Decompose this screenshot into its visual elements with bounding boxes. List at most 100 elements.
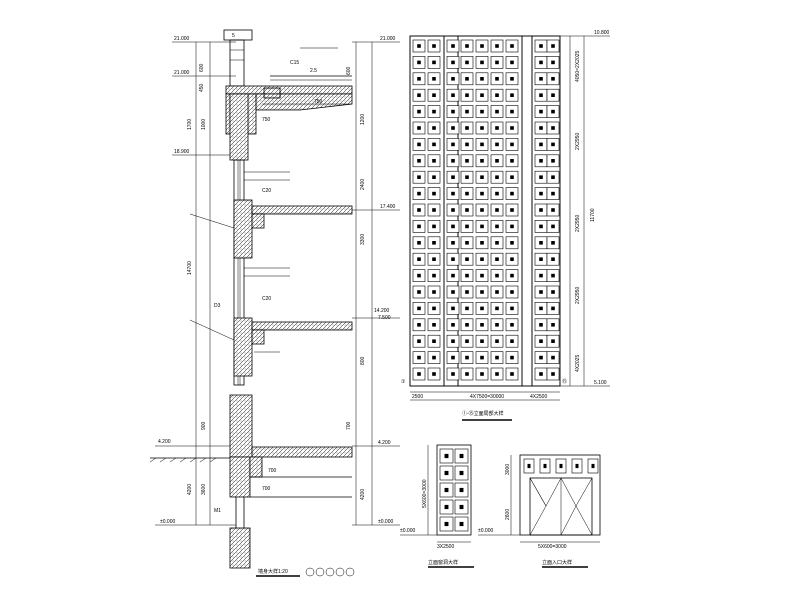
elevation-window-pane-mark (551, 224, 555, 229)
elevation-window-pane-mark (465, 60, 469, 65)
dim-right-7: 700 (346, 421, 352, 430)
elevation-window-pane-mark (551, 355, 555, 360)
dim-left-7: 4200 (187, 484, 193, 495)
elevation-window-pane-mark (451, 44, 455, 48)
elevation-window-pane-mark (465, 77, 469, 81)
elevation-window-pane-mark (480, 60, 484, 65)
elevation-window-pane-mark (480, 159, 484, 163)
elevation-window-pane-mark (432, 372, 436, 376)
elevation-window-pane-mark (480, 306, 484, 311)
elevation-window-pane-mark (465, 159, 469, 163)
elev-vdim-2: 2X2950 (575, 133, 581, 150)
elevation-window-pane-mark (432, 355, 436, 360)
elevation-window-pane-mark (551, 208, 555, 212)
elevation-main: 10.800 5.100 4050=2X2025 2X2950 2X2950 2… (401, 30, 610, 421)
elevation-window-pane-mark (539, 372, 543, 376)
elevation-window-pane-mark (417, 224, 421, 229)
elevation-window-pane-mark (451, 142, 455, 147)
elevation-window-pane-mark (510, 355, 514, 360)
elevation-window-pane-mark (417, 290, 421, 294)
elevation-window-pane-mark (480, 323, 484, 327)
elev-dim-top: 10.800 (594, 30, 610, 36)
elevation-window-pane-mark (495, 323, 499, 327)
detail-door-pane-mark (543, 463, 547, 469)
detail-window-pane-mark (459, 504, 464, 510)
elevation-window-pane-mark (451, 60, 455, 65)
elevation-window-pane-mark (510, 208, 514, 212)
elevation-window-pane-mark (480, 44, 484, 48)
dim-right-5: 4200 (360, 489, 366, 500)
elevation-window-pane-mark (432, 44, 436, 48)
elevation-window-pane-mark (417, 339, 421, 343)
dim-left-8: 3600 (201, 484, 207, 495)
elevation-window-pane-mark (539, 290, 543, 294)
elevation-window-pane-mark (510, 224, 514, 229)
dim-750b: 750 (262, 117, 271, 123)
elev-vdim-3: 2X2950 (575, 215, 581, 232)
exterior-wall (229, 93, 253, 569)
elevation-window-pane-mark (432, 159, 436, 163)
elevation-window-pane-mark (465, 241, 469, 245)
elev-right-1: 21.000 (380, 36, 396, 42)
elevation-window-pane-mark (480, 142, 484, 147)
elevation-window-pane-mark (551, 159, 555, 163)
slope-label: 2.5 (310, 68, 317, 74)
elevation-window-pane-mark (495, 77, 499, 81)
parapet: 5 (223, 29, 253, 87)
elevation-window-pane-mark (480, 257, 484, 261)
elevation-window-pane-mark (417, 142, 421, 147)
elevation-window-pane-mark (495, 372, 499, 376)
elevation-window-pane-mark (417, 93, 421, 97)
callout-c20-a: C20 (262, 188, 271, 194)
elevation-window-pane-mark (551, 142, 555, 147)
elev-bdim-2: 4X7500=30000 (470, 394, 504, 400)
elevation-window-pane-mark (480, 77, 484, 81)
elevation-window-pane-mark (539, 208, 543, 212)
detail-door-pane-mark (591, 463, 595, 469)
detail-window-pane-mark (459, 521, 464, 527)
detail-door-pane-mark (559, 463, 563, 469)
detail-window-vdim: 5X600=3000 (422, 479, 428, 508)
elevation-window-pane-mark (480, 355, 484, 360)
elevation-window-pane-mark (417, 191, 421, 196)
elevation-window-pane-mark (480, 290, 484, 294)
dim-right-1: 1200 (360, 114, 366, 125)
elevation-window-pane-mark (451, 224, 455, 229)
elevation-window-pane-mark (495, 191, 499, 196)
elevation-window-pane-mark (465, 306, 469, 311)
section-title: 墙身大样1:20 (256, 567, 355, 577)
left-elevation-marks: 21.000 21.000 18.900 4.200 ±0.000 (155, 36, 236, 526)
elevation-window-pane-mark (551, 109, 555, 114)
elevation-window-pane-mark (510, 273, 514, 278)
elevation-window-pane-mark (551, 126, 555, 130)
detail-window-pane-mark (444, 487, 449, 493)
elevation-window-pane-mark (417, 77, 421, 81)
elevation-window-pane-mark (539, 109, 543, 114)
callout-c20-b: C20 (262, 296, 271, 302)
detail-window-pane-mark (459, 470, 464, 476)
elevation-window-pane-mark (465, 323, 469, 327)
elev-left-4: 4.200 (158, 439, 171, 445)
elevation-window-pane-mark (417, 241, 421, 245)
elev-total-dim: 11700 (590, 208, 596, 222)
elevation-window-pane-mark (539, 191, 543, 196)
elev-dim-bottom: 5.100 (594, 380, 607, 386)
elevation-window-pane-mark (510, 323, 514, 327)
dim-right-4: 800 (360, 356, 366, 365)
elevation-window-pane-mark (539, 257, 543, 261)
elev-right-2: 17.400 (380, 204, 396, 210)
elevation-window-pane-mark (432, 323, 436, 327)
elevation-window-pane-mark (551, 44, 555, 48)
tag-m1: M1 (214, 508, 221, 514)
elevation-window-pane-mark (510, 77, 514, 81)
dim-right-2: 2400 (360, 179, 366, 190)
elev-left-2: 21.000 (174, 70, 190, 76)
detail-window-title: 立面窗洞大样 (428, 559, 458, 566)
elevation-window-pane-mark (510, 290, 514, 294)
elev-vdim-5: 4X2025 (575, 355, 581, 372)
tag-d3: D3 (214, 303, 221, 309)
elevation-window-pane-mark (465, 44, 469, 48)
elevation-window-pane-mark (417, 126, 421, 130)
elevation-window-pane-mark (495, 241, 499, 245)
